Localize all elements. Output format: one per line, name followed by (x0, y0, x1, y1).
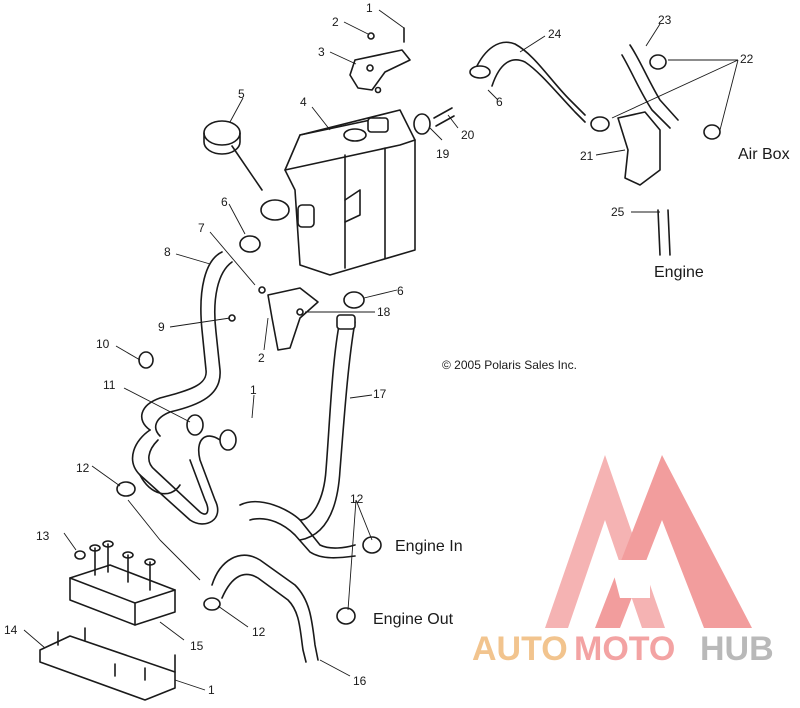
watermark-text: AUTO MOTO HUB (472, 630, 774, 668)
clamp-22-right (703, 124, 721, 140)
callout-25: 25 (611, 205, 625, 219)
lower-coiled-hose (131, 414, 356, 559)
coolant-reservoir-tank (260, 109, 416, 276)
fitting-13 (74, 550, 86, 560)
engine-in-out-hose (203, 536, 382, 663)
watermark-hub: HUB (700, 630, 774, 668)
label-engine-in: Engine In (395, 538, 463, 555)
washer-2-top (367, 32, 375, 40)
watermark-moto: MOTO (574, 630, 675, 668)
oil-cooler-block (69, 540, 176, 626)
watermark-auto: AUTO (472, 630, 568, 668)
upper-bracket (349, 27, 411, 94)
clip-10 (138, 351, 154, 369)
callout-13: 13 (36, 529, 50, 543)
tank-fill-neck (260, 199, 290, 221)
callout-21: 21 (580, 149, 594, 163)
overflow-hose (469, 41, 586, 123)
clamp-6-mid (343, 291, 365, 309)
callout-16: 16 (353, 674, 367, 688)
callout-1-top: 1 (366, 1, 373, 15)
callout-6-mid: 6 (397, 284, 404, 298)
engine-hose-25 (657, 209, 661, 256)
callout-10: 10 (96, 337, 110, 351)
clamp-11-a (186, 414, 204, 436)
watermark-logo (545, 455, 752, 628)
callout-15: 15 (190, 639, 204, 653)
clamp-22-left (590, 116, 610, 132)
long-coolant-hose (299, 314, 356, 541)
callout-14: 14 (4, 623, 18, 637)
callout-4: 4 (300, 95, 307, 109)
callout-19: 19 (436, 147, 450, 161)
clamp-12-lower (203, 597, 221, 611)
callout-17: 17 (373, 387, 387, 401)
tee-fitting-21 (617, 111, 661, 186)
callout-6-upper: 6 (496, 95, 503, 109)
copyright-notice: © 2005 Polaris Sales Inc. (442, 358, 577, 372)
callout-2-top: 2 (332, 15, 339, 29)
leader-lines (23, 9, 739, 691)
reservoir-cap-dipstick (203, 120, 263, 191)
callout-3: 3 (318, 45, 325, 59)
air-box-hose-assembly (590, 44, 721, 256)
callout-11: 11 (103, 378, 116, 392)
label-air-box: Air Box (738, 146, 790, 163)
callout-8: 8 (164, 245, 171, 259)
callout-18: 18 (377, 305, 391, 319)
callout-12-upper: 12 (76, 461, 90, 475)
callout-1-mid: 1 (250, 383, 257, 397)
callout-5: 5 (238, 87, 245, 101)
callout-7: 7 (198, 221, 205, 235)
mid-bracket (228, 286, 319, 351)
callout-6-left: 6 (221, 195, 228, 209)
clamp-12-engine-out (336, 607, 356, 625)
clamp-12-engine-in (362, 536, 382, 554)
grommet-12-upper (116, 481, 136, 497)
label-engine: Engine (654, 264, 704, 281)
callout-20: 20 (461, 128, 475, 142)
callout-23: 23 (658, 13, 672, 27)
logo-cutout (610, 560, 650, 598)
upper-left-hose (140, 235, 261, 437)
callout-12-right: 12 (350, 492, 364, 506)
callout-2-mid: 2 (258, 351, 265, 365)
clamp-6-left (239, 235, 261, 253)
callout-9: 9 (158, 320, 165, 334)
callout-numbers: 1 2 3 4 5 6 6 6 7 8 9 2 10 11 1 17 18 19… (4, 1, 754, 697)
clamp-22-top (649, 54, 667, 70)
hose-clamp-6-upper (469, 65, 491, 79)
mounting-plate (39, 627, 176, 701)
hose-fitting (413, 107, 455, 135)
callout-1-lower: 1 (208, 683, 215, 697)
label-engine-out: Engine Out (373, 611, 454, 628)
location-labels: Air Box Engine Engine In Engine Out (373, 146, 790, 628)
callout-24: 24 (548, 27, 562, 41)
callout-12-lower: 12 (252, 625, 266, 639)
clamp-11-b (219, 429, 237, 451)
callout-22: 22 (740, 52, 754, 66)
